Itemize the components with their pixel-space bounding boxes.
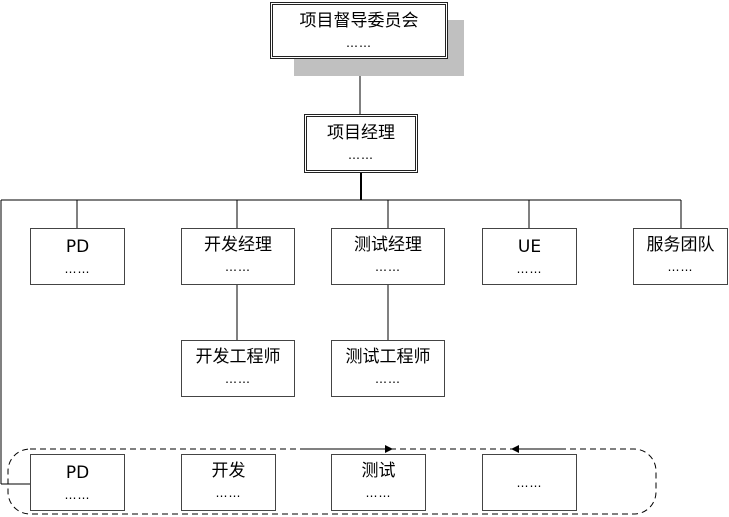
node-sub: …… [225, 260, 251, 274]
node-test-manager: 测试经理 …… [331, 228, 445, 285]
node-dev-engineer: 开发工程师 …… [181, 340, 295, 397]
node-sub: …… [348, 148, 374, 162]
node-title: PD [65, 463, 90, 483]
node-title: 服务团队 [646, 235, 715, 255]
node-title: UE [517, 237, 542, 257]
node-title: 测试经理 [354, 235, 422, 255]
node-loop-more: …… [482, 454, 577, 511]
node-ue: UE …… [482, 228, 577, 285]
node-title: PD [65, 237, 90, 257]
node-title: 开发经理 [204, 235, 272, 255]
node-project-committee: 项目督导委员会 …… [270, 2, 448, 59]
node-sub: …… [346, 36, 372, 50]
node-title: 测试 [361, 461, 396, 481]
node-title: 测试工程师 [345, 347, 431, 367]
node-loop-pd: PD …… [30, 454, 125, 511]
node-sub: …… [667, 260, 694, 274]
node-sub: …… [375, 372, 401, 386]
node-project-manager: 项目经理 …… [304, 114, 418, 173]
node-pd: PD …… [30, 228, 125, 285]
node-title: 开发 [211, 461, 246, 481]
node-dev-manager: 开发经理 …… [181, 228, 295, 285]
node-sub: …… [64, 488, 91, 502]
node-sub: …… [365, 486, 392, 500]
node-test-engineer: 测试工程师 …… [331, 340, 445, 397]
node-loop-test: 测试 …… [331, 454, 426, 511]
node-sub: …… [225, 372, 251, 386]
node-sub: …… [375, 260, 401, 274]
node-title: 项目督导委员会 [299, 11, 419, 31]
node-loop-dev: 开发 …… [181, 454, 276, 511]
node-title: 项目经理 [327, 123, 395, 143]
node-title: 开发工程师 [195, 347, 281, 367]
node-sub: …… [516, 476, 543, 490]
node-service-team: 服务团队 …… [633, 228, 728, 285]
node-sub: …… [64, 262, 91, 276]
node-sub: …… [215, 486, 242, 500]
node-sub: …… [516, 262, 543, 276]
